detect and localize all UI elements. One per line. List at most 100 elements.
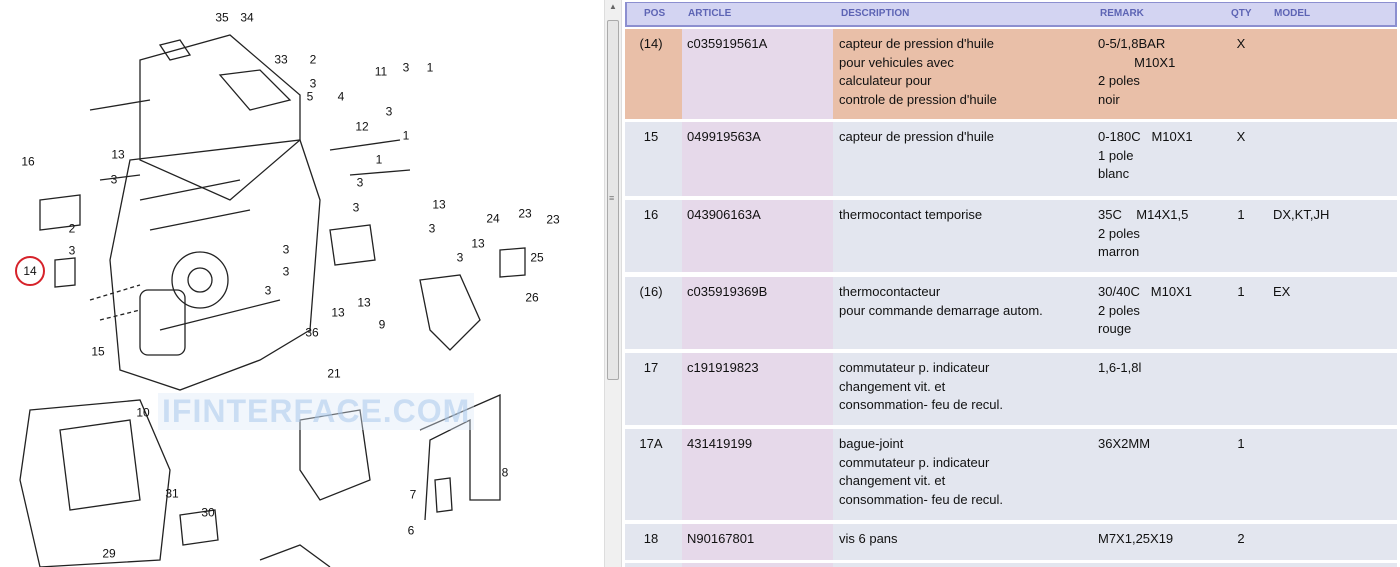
article-column-bg xyxy=(682,429,833,520)
cell-qty: X xyxy=(1236,36,1246,51)
engine-drawing xyxy=(19,34,526,567)
cell-pos: 15 xyxy=(643,129,659,144)
callout-7[interactable]: 7 xyxy=(409,487,417,502)
callout-30[interactable]: 30 xyxy=(201,505,215,520)
callout-3[interactable]: 3 xyxy=(402,60,410,75)
callout-1[interactable]: 1 xyxy=(375,152,383,167)
table-row[interactable]: (16) c035919369B thermocontacteur pour com… xyxy=(625,277,1397,349)
callout-3[interactable]: 3 xyxy=(428,221,436,236)
callout-5[interactable]: 5 xyxy=(306,89,314,104)
callout-3[interactable]: 3 xyxy=(282,264,290,279)
cell-article: c035919561A xyxy=(687,36,768,51)
callout-3[interactable]: 3 xyxy=(68,243,76,258)
callout-15[interactable]: 15 xyxy=(91,344,105,359)
callout-10[interactable]: 10 xyxy=(136,405,150,420)
scrollbar-thumb[interactable] xyxy=(607,20,619,380)
callout-3[interactable]: 3 xyxy=(456,250,464,265)
callout-24[interactable]: 24 xyxy=(486,211,500,226)
callout-26[interactable]: 26 xyxy=(525,290,539,305)
cell-remark: 30/40C M10X1 2 poles rouge xyxy=(1098,284,1192,337)
cell-remark: 0-5/1,8BAR M10X1 2 poles noir xyxy=(1098,36,1176,108)
callout-1[interactable]: 1 xyxy=(426,60,434,75)
callout-3[interactable]: 3 xyxy=(264,283,272,298)
cell-pos: 16 xyxy=(643,207,659,222)
cell-description: thermocontacteur pour commande demarrage… xyxy=(839,284,1043,318)
callout-4[interactable]: 4 xyxy=(337,89,345,104)
callout-31[interactable]: 31 xyxy=(165,486,179,501)
cell-qty: 1 xyxy=(1237,436,1245,451)
cell-qty: X xyxy=(1236,129,1246,144)
table-row[interactable]: 16 043906163A thermocontact temporise 35C M… xyxy=(625,200,1397,272)
cell-article: c035919369B xyxy=(687,284,768,299)
callout-8[interactable]: 8 xyxy=(501,465,509,480)
callout-3[interactable]: 3 xyxy=(352,200,360,215)
callout-2[interactable]: 2 xyxy=(309,52,317,67)
callout-21[interactable]: 21 xyxy=(327,366,341,381)
cell-remark: M7X1,25X19 xyxy=(1098,531,1174,546)
cell-model: DX,KT,JH xyxy=(1273,207,1330,222)
cell-qty: 2 xyxy=(1237,531,1245,546)
cell-description: bague-joint commutateur p. indicateur ch… xyxy=(839,436,1004,508)
header-model[interactable]: MODEL xyxy=(1274,8,1311,19)
callout-13[interactable]: 13 xyxy=(471,236,485,251)
article-column-bg xyxy=(682,29,833,119)
watermark: IFINTERFACE.COM xyxy=(158,393,475,430)
article-column-bg xyxy=(682,524,833,560)
callout-13[interactable]: 13 xyxy=(432,197,446,212)
header-qty[interactable]: QTY xyxy=(1231,8,1252,19)
callout-3[interactable]: 3 xyxy=(385,104,393,119)
cell-remark: 35C M14X1,5 2 poles marron xyxy=(1098,207,1189,260)
callout-29[interactable]: 29 xyxy=(102,546,116,561)
callout-6[interactable]: 6 xyxy=(407,523,415,538)
callout-11[interactable]: 11 xyxy=(374,64,388,79)
callout-36[interactable]: 36 xyxy=(305,325,319,340)
callout-9[interactable]: 9 xyxy=(378,317,386,332)
header-remark[interactable]: REMARK xyxy=(1100,8,1144,19)
vertical-scrollbar[interactable]: ▲ ≡ xyxy=(604,0,622,567)
header-article[interactable]: ARTICLE xyxy=(688,8,732,19)
scroll-up-arrow-icon[interactable]: ▲ xyxy=(609,2,617,11)
parts-table: POS ARTICLE DESCRIPTION REMARK QTY MODEL… xyxy=(625,0,1400,567)
cell-description: thermocontact temporise xyxy=(839,207,983,222)
cell-remark: 1,6-1,8l xyxy=(1098,360,1142,375)
cell-article: 043906163A xyxy=(687,207,761,222)
callout-23[interactable]: 23 xyxy=(518,206,532,221)
cell-pos: (16) xyxy=(639,284,663,299)
callout-3[interactable]: 3 xyxy=(309,76,317,91)
cell-description: capteur de pression d'huile pour vehicul… xyxy=(839,36,997,108)
callout-33[interactable]: 33 xyxy=(274,52,288,67)
callout-1[interactable]: 1 xyxy=(402,128,410,143)
header-description[interactable]: DESCRIPTION xyxy=(841,8,910,19)
callout-3[interactable]: 3 xyxy=(110,172,118,187)
callout-14[interactable]: 14 xyxy=(15,256,45,286)
cell-pos: 17A xyxy=(639,436,663,451)
cell-description: vis 6 pans xyxy=(839,531,898,546)
callout-13[interactable]: 13 xyxy=(331,305,345,320)
callout-34[interactable]: 34 xyxy=(240,10,254,25)
cell-description: capteur de pression d'huile xyxy=(839,129,994,144)
callout-12[interactable]: 12 xyxy=(355,119,369,134)
cell-pos: 17 xyxy=(643,360,659,375)
callout-35[interactable]: 35 xyxy=(215,10,229,25)
header-pos[interactable]: POS xyxy=(644,8,666,19)
cell-qty: 1 xyxy=(1237,284,1245,299)
callout-25[interactable]: 25 xyxy=(530,250,544,265)
callout-16[interactable]: 16 xyxy=(21,154,35,169)
callout-13[interactable]: 13 xyxy=(357,295,371,310)
callout-3[interactable]: 3 xyxy=(356,175,364,190)
callout-13[interactable]: 13 xyxy=(111,147,125,162)
cell-remark: 0-180C M10X1 1 pole blanc xyxy=(1098,129,1193,182)
table-row-partial[interactable] xyxy=(625,563,1397,567)
cell-pos: 18 xyxy=(643,531,659,546)
callout-23[interactable]: 23 xyxy=(546,212,560,227)
grip-icon: ≡ xyxy=(609,193,615,203)
callout-3[interactable]: 3 xyxy=(282,242,290,257)
cell-qty: 1 xyxy=(1237,207,1245,222)
callout-2[interactable]: 2 xyxy=(68,221,76,236)
